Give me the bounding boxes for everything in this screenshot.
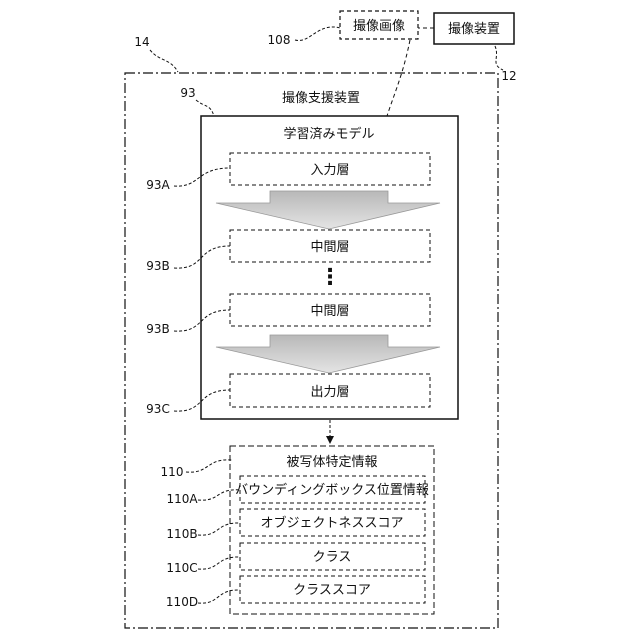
class-score-ref: 110D	[166, 595, 198, 609]
support-device-ref: 14	[134, 35, 149, 49]
device-box-label: 撮像装置	[448, 21, 500, 37]
image-box-ref: 108	[268, 33, 291, 47]
class-label: クラス	[313, 550, 352, 565]
layer-ellipsis: ⋮	[319, 265, 341, 290]
bbox-info-label: バウンディングボックス位置情報	[235, 482, 429, 498]
model-leader	[196, 100, 214, 116]
image-box-label: 撮像画像	[353, 18, 405, 34]
class-score-label: クラススコア	[293, 583, 371, 598]
device-box-leader	[495, 46, 503, 70]
model-ref: 93	[180, 86, 195, 100]
output-layer-label: 出力層	[310, 385, 349, 400]
subject-info-ref: 110	[161, 465, 184, 479]
middle-layer-ref-1: 93B	[146, 259, 170, 273]
support-device-label: 撮像支援装置	[282, 90, 360, 106]
subject-info-leader	[186, 460, 232, 472]
subject-info-label: 被写体特定情報	[286, 455, 377, 470]
output-layer-ref: 93C	[146, 402, 170, 416]
middle-layer-ref-2: 93B	[146, 322, 170, 336]
objectness-score-ref: 110B	[166, 527, 197, 541]
image-box-leader	[295, 27, 340, 41]
model-label: 学習済みモデル	[283, 126, 374, 142]
objectness-score-label: オブジェクトネススコア	[260, 515, 403, 531]
class-ref: 110C	[166, 561, 197, 575]
bbox-info-ref: 110A	[166, 492, 198, 506]
middle-layer-label-1: 中間層	[310, 240, 349, 255]
device-box-ref: 12	[501, 69, 516, 83]
support-device-leader	[150, 50, 178, 72]
input-layer-label: 入力層	[310, 163, 349, 178]
input-layer-ref: 93A	[146, 178, 170, 192]
middle-layer-label-2: 中間層	[310, 304, 349, 319]
